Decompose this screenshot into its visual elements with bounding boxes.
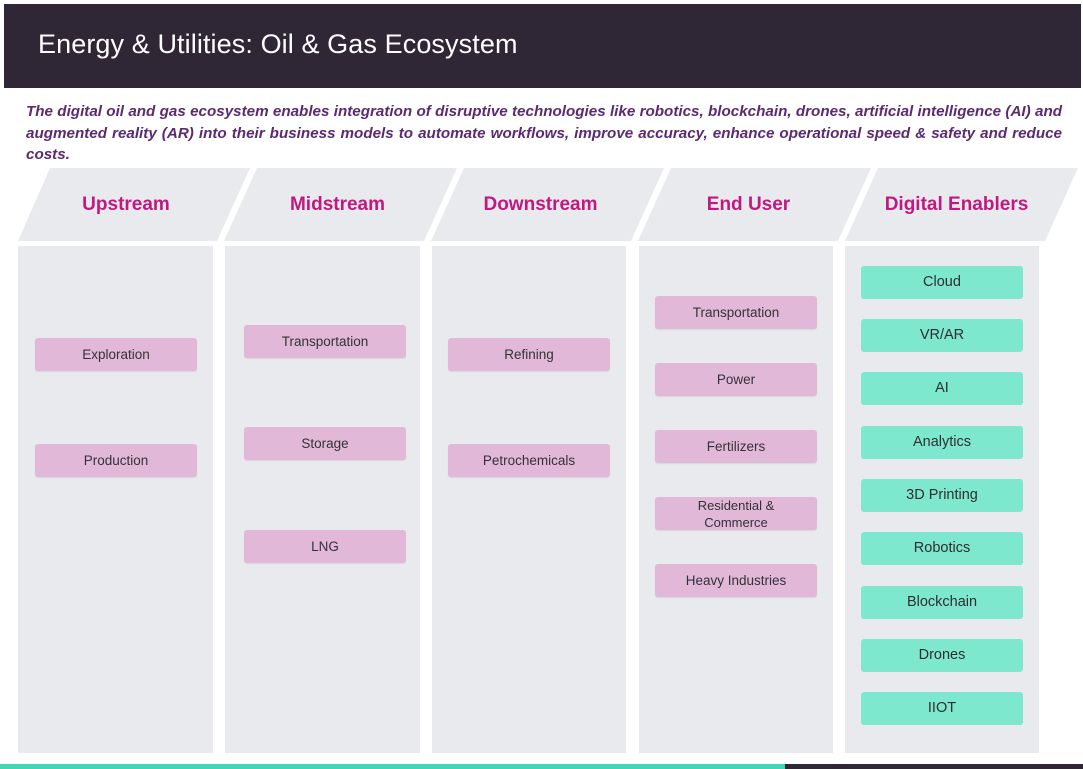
enabler-box: VR/AR	[861, 319, 1023, 352]
value-chain-box: LNG	[244, 530, 406, 563]
column-title: Downstream	[483, 193, 598, 215]
value-chain-box: Fertilizers	[655, 430, 817, 463]
column-title: End User	[706, 193, 791, 215]
enabler-box: IIOT	[861, 692, 1023, 725]
enabler-box: Robotics	[861, 532, 1023, 565]
column-body-upstream	[18, 246, 213, 753]
footer-dark-line	[785, 764, 1083, 769]
intro-text: The digital oil and gas ecosystem enable…	[26, 103, 1062, 163]
value-chain-box: Storage	[244, 427, 406, 460]
page-title: Energy & Utilities: Oil & Gas Ecosystem	[38, 29, 518, 59]
column-header-shape	[431, 168, 664, 241]
footer-accent-line	[0, 764, 785, 769]
enabler-box: Drones	[861, 639, 1023, 672]
value-chain-box: Petrochemicals	[448, 444, 610, 477]
value-chain-box: Residential & Commerce	[655, 497, 817, 530]
value-chain-box: Power	[655, 363, 817, 396]
column-body-downstream	[432, 246, 626, 753]
column-header-upstream: Upstream	[18, 168, 250, 241]
column-header-end-user: End User	[638, 168, 871, 241]
enabler-box: AI	[861, 372, 1023, 405]
value-chain-box: Production	[35, 444, 197, 477]
column-header-shape	[845, 168, 1078, 241]
enabler-box: Analytics	[861, 426, 1023, 459]
title-bar: Energy & Utilities: Oil & Gas Ecosystem	[4, 4, 1081, 88]
enabler-box: Cloud	[861, 266, 1023, 299]
value-chain-box: Exploration	[35, 338, 197, 371]
column-header-digital-enablers: Digital Enablers	[845, 168, 1078, 241]
column-header-shape	[638, 168, 871, 241]
enabler-box: Blockchain	[861, 586, 1023, 619]
column-header-midstream: Midstream	[224, 168, 457, 241]
column-title: Midstream	[289, 193, 386, 215]
column-title: Digital Enablers	[884, 193, 1029, 215]
value-chain-box: Heavy Industries	[655, 564, 817, 597]
column-title: Upstream	[82, 193, 170, 215]
column-header-downstream: Downstream	[431, 168, 664, 241]
value-chain-box: Transportation	[655, 296, 817, 329]
value-chain-box: Transportation	[244, 325, 406, 358]
divider	[4, 88, 1081, 91]
column-body-midstream	[225, 246, 420, 753]
enabler-box: 3D Printing	[861, 479, 1023, 512]
value-chain-box: Refining	[448, 338, 610, 371]
column-header-shape	[18, 168, 250, 241]
column-header-shape	[224, 168, 457, 241]
